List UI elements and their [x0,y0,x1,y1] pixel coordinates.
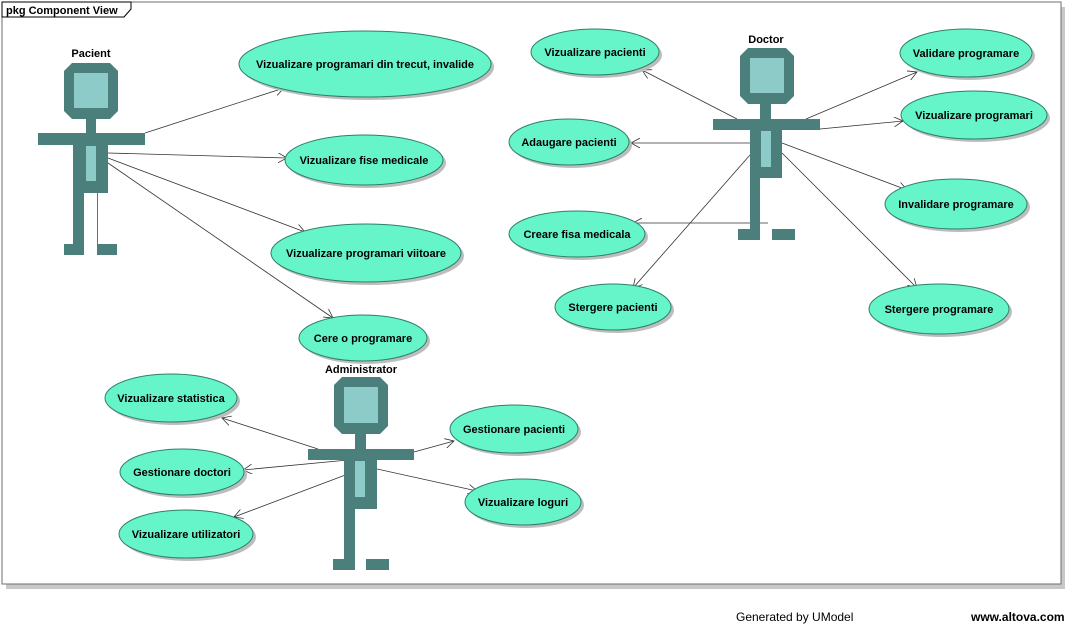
use-case-label: Gestionare doctori [133,467,231,479]
use-case-statistica[interactable]: Vizualizare statistica [104,373,240,425]
use-case-stergere-programare[interactable]: Stergere programare [868,283,1012,337]
assoc-admin-gestionare-doctori [243,459,349,470]
assoc-admin-gestionare-pacienti [413,441,454,453]
use-case-label: Stergere programare [885,304,994,316]
assoc-admin-viz-loguri [376,468,477,491]
use-case-label: Gestionare pacienti [463,424,565,436]
actor-pacient[interactable]: Pacient [38,48,145,255]
assoc-pacient-fise-medicale [107,152,287,158]
associations [107,70,917,517]
use-case-label: Vizualizare fise medicale [300,155,429,167]
footer-generated-by: Generated by UModel [736,610,854,624]
use-case-fise-medicale[interactable]: Vizualizare fise medicale [284,134,446,188]
use-case-label: Vizualizare statistica [117,393,225,405]
use-case-label: Invalidare programare [898,199,1014,211]
use-case-label: Validare programare [913,48,1019,60]
footer-site-link[interactable]: www.altova.com [971,610,1065,624]
package-label: pkg Component View [6,5,118,17]
use-case-label: Adaugare pacienti [521,137,616,149]
actor-name: Pacient [71,48,110,60]
use-case-programari-trecut[interactable]: Vizualizare programari din trecut, inval… [238,30,494,100]
use-case-programari-viitoare[interactable]: Vizualizare programari viitoare [270,223,464,285]
assoc-doctor-validare-programare [805,72,917,120]
use-case-gestionare-doctori[interactable]: Gestionare doctori [119,448,247,498]
use-case-gestionare-pacienti[interactable]: Gestionare pacienti [449,404,581,456]
use-case-label: Creare fisa medicala [523,229,631,241]
assoc-doctor-invalidare-programare [781,142,907,190]
use-case-label: Vizualizare programari viitoare [286,248,446,260]
actor-administrator[interactable]: Administrator [308,364,414,570]
assoc-pacient-programari-viitoare [107,157,305,232]
assoc-doctor-viz-programari [819,121,903,130]
actor-doctor[interactable]: Doctor [713,34,820,240]
assoc-doctor-viz-pacienti [642,70,738,120]
use-case-label: Vizualizare loguri [478,497,568,509]
use-case-label: Cere o programare [314,333,412,345]
use-case-label: Stergere pacienti [568,302,657,314]
use-case-viz-utilizatori[interactable]: Vizualizare utilizatori [118,509,256,561]
use-case-creare-fisa[interactable]: Creare fisa medicala [508,210,648,260]
use-case-stergere-pacienti[interactable]: Stergere pacienti [554,283,674,333]
use-case-cere-programare[interactable]: Cere o programare [298,314,430,364]
assoc-admin-viz-utilizatori [234,473,349,517]
use-case-label: Vizualizare programari din trecut, inval… [256,59,474,71]
use-case-viz-pacienti[interactable]: Vizualizare pacienti [530,28,662,78]
use-case-validare-programare[interactable]: Validare programare [899,28,1035,80]
actor-name: Doctor [748,34,784,46]
use-case-label: Vizualizare utilizatori [132,529,241,541]
assoc-pacient-cere-programare [107,162,333,318]
assoc-doctor-stergere-programare [781,152,917,288]
use-case-viz-loguri[interactable]: Vizualizare loguri [464,478,584,528]
assoc-admin-statistica [222,418,319,450]
actor-name: Administrator [325,364,398,376]
use-case-adaugare-pacienti[interactable]: Adaugare pacienti [508,118,632,168]
assoc-pacient-programari-trecut [144,88,284,134]
use-case-label: Vizualizare pacienti [544,47,645,59]
use-case-viz-programari[interactable]: Vizualizare programari [900,90,1050,142]
use-case-invalidare-programare[interactable]: Invalidare programare [884,178,1030,232]
assoc-doctor-stergere-pacienti [633,154,751,288]
use-case-label: Vizualizare programari [915,110,1033,122]
